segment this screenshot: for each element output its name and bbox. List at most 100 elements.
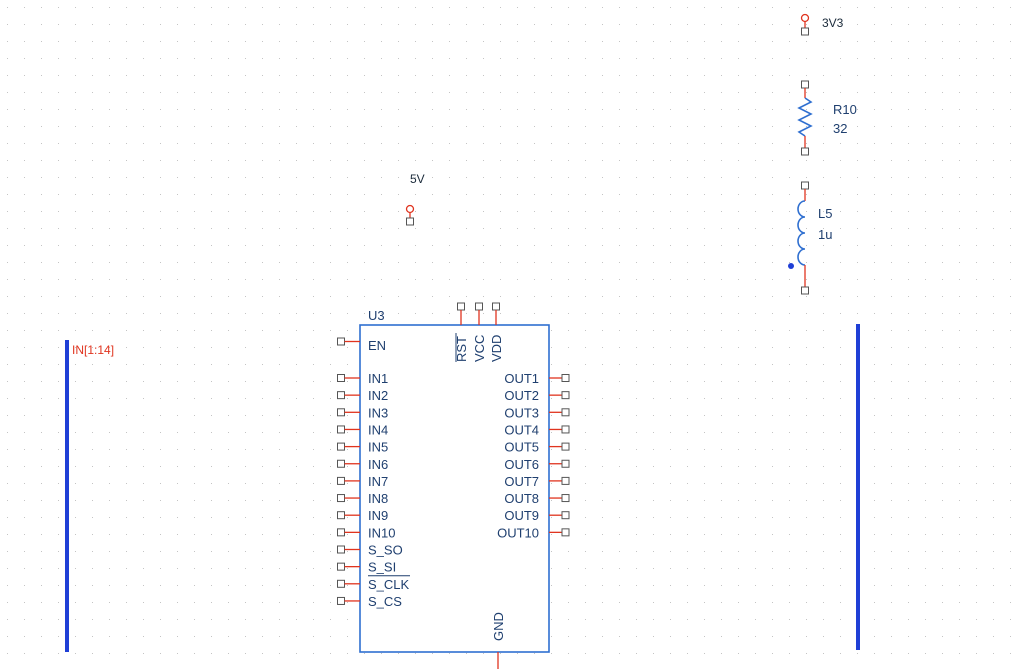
ic-input-pin-label: IN3 (368, 405, 388, 420)
ic-input-pin-box[interactable] (337, 425, 345, 434)
ic-output-pin-box[interactable] (561, 442, 570, 451)
ic-input-pin-label: IN8 (368, 491, 388, 506)
ic-pin-en[interactable]: EN (337, 337, 387, 353)
ic-input-pin-box[interactable] (337, 476, 345, 485)
ic-output-pin-label: OUT9 (504, 508, 539, 523)
ic-u3[interactable]: U3 EN RST VCC VDD IN1IN2IN3IN4IN5IN6IN7I… (337, 302, 570, 669)
ic-input-pin-box[interactable] (337, 374, 345, 382)
ic-input-pin-label: IN5 (368, 440, 388, 455)
power-3v3-symbol[interactable]: 3V3 (800, 13, 844, 36)
resistor-value: 32 (833, 121, 847, 136)
ic-output-pins[interactable]: OUT1OUT2OUT3OUT4OUT5OUT6OUT7OUT8OUT9OUT1… (497, 371, 570, 540)
inductor-polarity-dot (788, 263, 794, 269)
bus-label: IN[1:14] (72, 343, 114, 357)
ic-pin-gnd[interactable]: GND (491, 612, 506, 669)
power-5v-label: 5V (410, 172, 425, 186)
ic-pin-rst-label: RST (454, 336, 469, 362)
inductor-value: 1u (818, 227, 832, 242)
inductor-coil-icon (797, 200, 806, 266)
resistor-pin-bottom[interactable] (801, 147, 809, 156)
ic-output-pin[interactable]: OUT7 (504, 474, 570, 489)
ic-output-pin[interactable]: OUT5 (504, 440, 570, 455)
ic-input-pin-box[interactable] (337, 494, 345, 503)
ic-input-pin-box[interactable] (337, 459, 345, 468)
ic-output-pin-box[interactable] (561, 391, 570, 400)
power-3v3-label: 3V3 (822, 16, 844, 30)
ic-input-pin[interactable]: IN5 (337, 440, 389, 455)
ic-input-pin-box[interactable] (337, 528, 345, 537)
inductor-pin-top[interactable] (801, 181, 809, 190)
ic-output-pin[interactable]: OUT1 (504, 371, 570, 386)
ic-input-pin-box[interactable] (337, 545, 345, 554)
ic-body[interactable] (359, 324, 550, 653)
ic-input-pin-box[interactable] (337, 596, 345, 605)
inductor-ref: L5 (818, 206, 832, 221)
ic-output-pin-box[interactable] (561, 408, 570, 417)
ic-input-pin-box[interactable] (337, 562, 345, 571)
ic-pin-en-label: EN (368, 338, 386, 353)
ic-input-pin[interactable]: IN10 (337, 525, 396, 540)
ic-pin-rst-box[interactable] (457, 302, 465, 311)
ic-ref: U3 (368, 308, 385, 323)
ic-input-pin-label: IN2 (368, 388, 388, 403)
ic-output-pin-label: OUT4 (504, 422, 539, 437)
inductor-l5[interactable]: L5 1u (788, 181, 832, 295)
ic-output-pin[interactable]: OUT2 (504, 388, 570, 403)
ic-input-pin[interactable]: S_SO (337, 543, 403, 558)
ic-input-pin-box[interactable] (337, 579, 345, 588)
bus-in-1-14[interactable]: IN[1:14] (65, 340, 114, 652)
ic-output-pin[interactable]: OUT10 (497, 525, 570, 540)
ic-output-pin-box[interactable] (561, 459, 570, 468)
ic-input-pin-label: S_CLK (368, 577, 410, 592)
ic-input-pin-box[interactable] (337, 408, 345, 417)
ic-input-pin-box[interactable] (337, 442, 345, 451)
ic-output-pin-label: OUT5 (504, 440, 539, 455)
ic-pin-vdd-box[interactable] (492, 302, 500, 311)
ic-input-pin-box[interactable] (337, 511, 345, 520)
ic-input-pin[interactable]: IN6 (337, 457, 389, 472)
ic-input-pin[interactable]: IN9 (337, 508, 389, 523)
power-3v3-pin[interactable] (801, 27, 809, 36)
ic-input-pin[interactable]: S_CLK (337, 575, 411, 592)
ic-input-pin[interactable]: IN4 (337, 422, 389, 437)
ic-output-pin[interactable]: OUT3 (504, 405, 570, 420)
ic-input-pin-label: IN4 (368, 422, 388, 437)
ic-output-pin-box[interactable] (561, 476, 570, 485)
ic-output-pin-box[interactable] (561, 511, 570, 520)
power-5v-symbol[interactable]: 5V (405, 172, 425, 226)
ic-output-pin-box[interactable] (561, 374, 570, 382)
ic-input-pin-box[interactable] (337, 391, 345, 400)
ic-input-pin-label: S_CS (368, 594, 402, 609)
ic-output-pin-box[interactable] (561, 528, 570, 537)
ic-input-pin-label: IN1 (368, 371, 388, 386)
ic-input-pin[interactable]: S_CS (337, 594, 403, 609)
inductor-pin-bottom[interactable] (801, 286, 809, 295)
ic-input-pin[interactable]: IN2 (337, 388, 389, 403)
ic-input-pin[interactable]: S_SI (337, 560, 397, 575)
ic-output-pin[interactable]: OUT4 (504, 422, 570, 437)
ic-input-pin[interactable]: IN1 (337, 371, 389, 386)
ic-output-pin[interactable]: OUT8 (504, 491, 570, 506)
ic-pin-en-box[interactable] (337, 337, 345, 346)
resistor-pin-top[interactable] (801, 80, 809, 89)
ic-output-pin-label: OUT3 (504, 405, 539, 420)
ic-output-pin[interactable]: OUT9 (504, 508, 570, 523)
ic-input-pin-label: IN7 (368, 474, 388, 489)
ic-output-pin-box[interactable] (561, 494, 570, 503)
ic-top-pins[interactable]: RST VCC VDD (454, 302, 504, 362)
ic-input-pin-label: S_SO (368, 543, 403, 558)
resistor-ref: R10 (833, 102, 857, 117)
ic-output-pin[interactable]: OUT6 (504, 457, 570, 472)
ic-input-pin[interactable]: IN7 (337, 474, 389, 489)
ic-output-pin-label: OUT2 (504, 388, 539, 403)
resistor-zigzag-icon (797, 97, 813, 137)
resistor-r10[interactable]: R10 32 (797, 80, 857, 156)
ic-pin-vcc-box[interactable] (475, 302, 483, 311)
ic-input-pin[interactable]: IN8 (337, 491, 389, 506)
ic-output-pin-box[interactable] (561, 425, 570, 434)
power-5v-pin[interactable] (406, 217, 414, 226)
ic-input-pin[interactable]: IN3 (337, 405, 389, 420)
